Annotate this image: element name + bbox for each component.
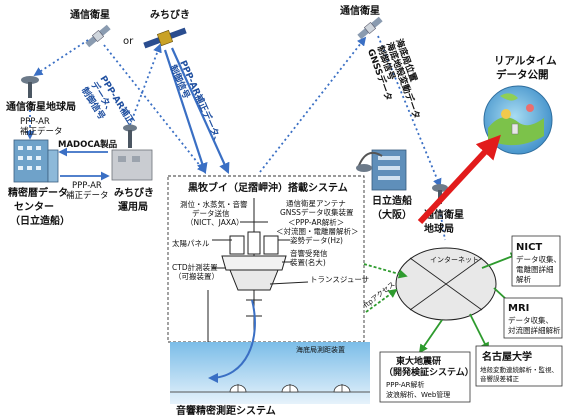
link-left-sat-to-buoy: [103, 44, 207, 174]
nict-box: NICT データ収集、 電離圏詳細 解析: [511, 235, 563, 287]
comm-station-left-icon: [21, 76, 39, 98]
mri-desc: データ収集、 対流圏詳細解析: [508, 315, 561, 335]
nagoya-desc: 地殻変動連続解析・監視、 音響誤差補正: [480, 365, 560, 383]
link-internet-to-realtime: [417, 134, 501, 225]
comm-satellite-right-icon: [357, 16, 383, 40]
link-station-right-to-internet: [439, 209, 446, 241]
precise-orbit-center-building-icon: [13, 139, 59, 183]
mri-name: MRI: [508, 303, 529, 314]
michibiki-label: みちびき: [150, 8, 190, 21]
buoy-ppp-ar-analysis-label: ＜PPP-AR解析＞ ＜対流圏・電離層解析＞ 姿勢データ(Hz): [276, 217, 361, 245]
madoca-label: MADOCA製品: [58, 139, 118, 150]
link-michibiki-to-buoy-1: [163, 49, 208, 175]
link-right-sat-to-station: [377, 35, 442, 188]
nict-name: NICT: [516, 242, 542, 253]
comm-station-left-label: 通信衛星地球局: [6, 100, 76, 113]
internet-label: インターネット: [430, 255, 479, 264]
buoy-solar-label: 太陽パネル: [172, 238, 210, 248]
buoy-icon: [212, 198, 309, 332]
eri-desc: PPP-AR解析 波浪解析、Web管理: [386, 380, 450, 399]
ppp-ar-mid-label: PPP-AR 補正データ: [66, 181, 109, 201]
sea-area: [170, 342, 370, 404]
realtime-label: リアルタイム データ公開: [494, 55, 560, 81]
acoustic-ranging-arrow: [208, 299, 256, 383]
nagoya-name: 名古屋大学: [482, 350, 532, 363]
buoy-transducer-label: トランスジューサ: [310, 275, 369, 284]
eri-box: 東大地震研 （開発検証システム） PPP-AR解析 波浪解析、Web管理: [379, 351, 474, 403]
eri-name: 東大地震研 （開発検証システム）: [384, 355, 474, 378]
link-buoy-to-internet-dashed: [363, 263, 408, 279]
nict-desc: データ収集、 電離圏詳細 解析: [516, 254, 563, 284]
michibiki-ops-label: みちびき 運用局: [114, 186, 157, 213]
comm-satellite-left-label: 通信衛星: [70, 8, 110, 21]
ftp-label: ftpアクセス: [362, 280, 396, 309]
or-label: or: [123, 36, 134, 47]
buoy-comm-antenna-label: 通信衛星アンテナ GNSSデータ収集装置: [280, 198, 354, 217]
hitachi-osaka-label: 日立造船 （大阪）: [372, 194, 415, 221]
link-internet-to-nagoya: [469, 313, 489, 352]
buoy-obs-wave-label: 測位・水蒸気・音響 データ送信 （NICT、JAXA）: [180, 199, 250, 227]
seafloor-transponder-icons: [229, 384, 351, 393]
buoy-title: 黒牧ブイ（足摺岬沖）搭載システム: [188, 181, 348, 194]
internet-cloud: [395, 247, 497, 321]
link-comm-sat-to-left-station: [33, 39, 89, 76]
buoy-acoustic-unit-label: 音響受発信 装置(名大): [290, 248, 330, 267]
michibiki-ops-building-icon: [111, 124, 153, 181]
link-buoy-ftp: [365, 288, 398, 313]
right-link-label: 海底局位置 海底地殻変動データ 制御信号 GNSSデータ: [365, 37, 433, 130]
ppp-ar-left-label: PPP-AR 補正データ: [20, 117, 63, 137]
nagoya-box: 名古屋大学 地殻変動連続解析・監視、 音響誤差補正: [475, 345, 563, 387]
acoustic-system-title: 音響精密測距システム: [176, 404, 276, 417]
buoy-ctd-label: CTD計測装置 （可搬装置）: [172, 262, 220, 281]
link-michibiki-to-buoy-2: [170, 47, 230, 175]
michibiki-satellite-icon: [143, 27, 187, 49]
hitachi-osaka-building-icon: [356, 149, 407, 191]
link-buoy-to-right-sat: [259, 36, 367, 173]
seafloor-station-label: 海底局測距装置: [296, 345, 345, 354]
link-ops-to-michibiki: [129, 43, 162, 126]
ppp-ar-correction-label-2: PPP-AR補正データ、 制御信号: [167, 58, 226, 153]
mri-box: MRI データ収集、 対流圏詳細解析: [503, 297, 563, 339]
precise-orbit-center-label: 精密暦データ センター （日立造船）: [8, 186, 71, 227]
link-internet-to-eri: [418, 319, 443, 354]
globe-icon: [483, 85, 553, 155]
comm-satellite-right-label: 通信衛星: [340, 4, 380, 17]
comm-satellite-left-icon: [85, 24, 111, 48]
